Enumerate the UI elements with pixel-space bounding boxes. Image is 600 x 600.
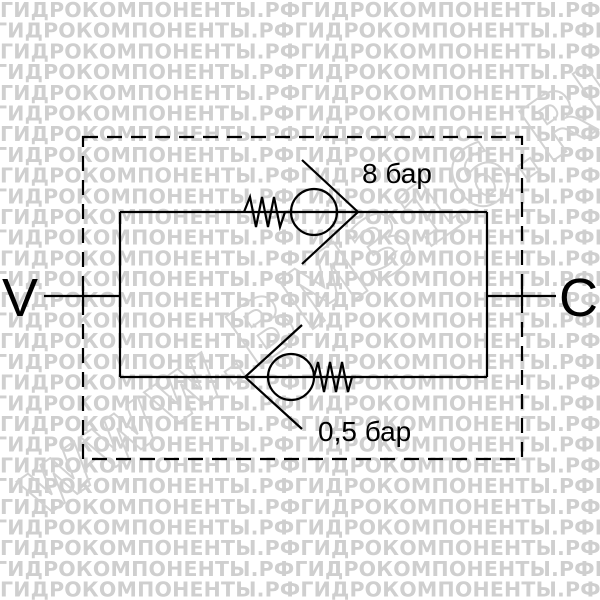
upper-valve-seat: [301, 159, 360, 265]
lower-valve-spring: [312, 361, 356, 393]
lower-valve-seat: [243, 324, 303, 430]
upper-check-valve: 8 бар: [242, 158, 432, 265]
lower-valve-pressure-label: 0,5 бар: [318, 416, 411, 447]
outlet-port-label: C: [559, 268, 598, 328]
upper-valve-spring: [242, 193, 290, 232]
upper-valve-ball: [289, 187, 339, 237]
upper-valve-pressure-label: 8 бар: [362, 158, 432, 189]
inlet-port-label: V: [2, 268, 38, 328]
valve-block-boundary: [81, 135, 524, 461]
lower-check-valve: 0,5 бар: [243, 324, 411, 447]
